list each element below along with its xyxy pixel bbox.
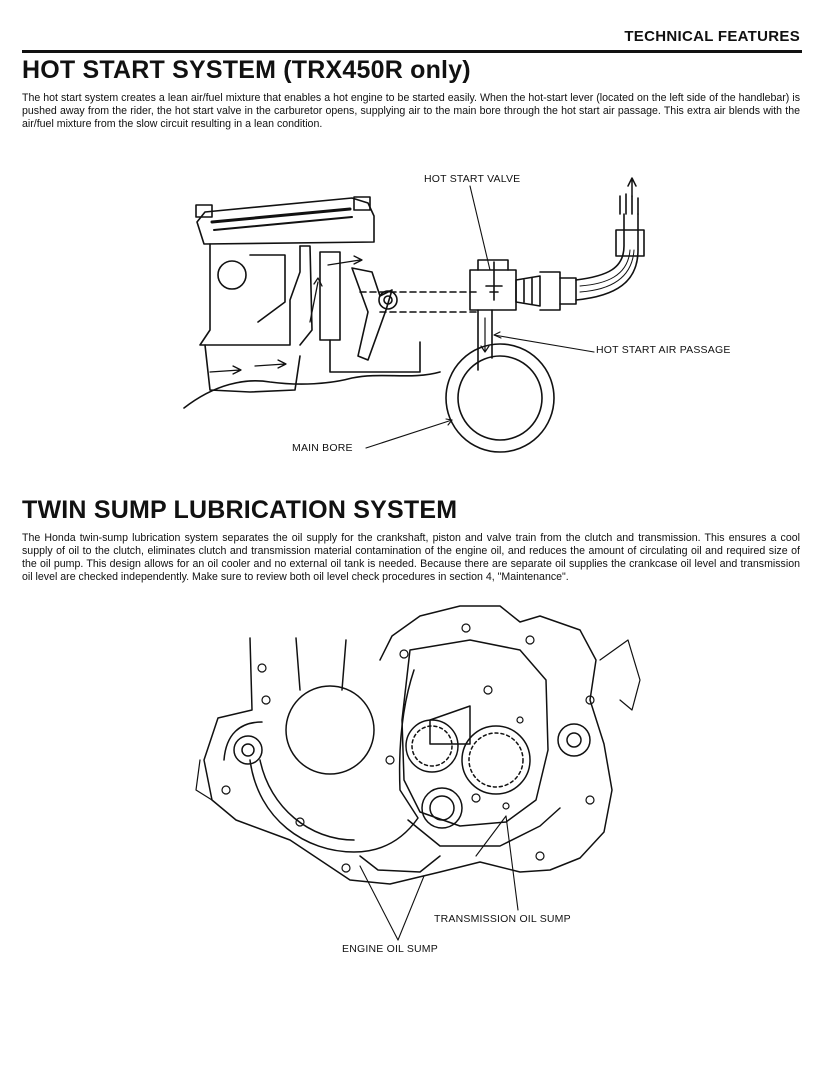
leader-air-passage [493,334,595,353]
carb-body [199,243,301,346]
venturi-lower [204,344,301,393]
twin-sump-paragraph: The Honda twin-sump lubrication system s… [22,532,800,583]
crankcase-outline [203,605,613,885]
label-hot-start-air-passage: HOT START AIR PASSAGE [596,344,731,356]
gear-right [461,725,531,795]
carb-screw-right [353,196,371,211]
header-rule [22,50,802,53]
twin-sump-title: TWIN SUMP LUBRICATION SYSTEM [22,496,458,524]
carb-top-cap [196,197,375,245]
flow-arrow-right-1 [327,255,363,266]
flow-arrow-up-1 [309,277,323,323]
flow-arrow-right-2 [209,365,242,375]
label-transmission-oil-sump: TRANSMISSION OIL SUMP [434,913,571,925]
leader-engine-sump-a [359,865,399,941]
cable-sheath [575,213,639,301]
label-main-bore: MAIN BORE [292,442,353,454]
leader-valve [469,185,491,271]
main-bore-inner [457,355,543,441]
transmission-sump-floor [407,807,561,847]
connecting-rod [295,637,347,691]
leader-main-bore [365,419,453,449]
mount-boss-left [233,735,263,765]
crank-web [285,685,375,775]
carb-screw-left [195,204,213,218]
jet-fitting [378,290,398,310]
slide-passage [319,251,341,341]
leader-engine-sump-b [397,875,425,941]
hot-start-valve-body [469,269,517,311]
main-bore-outer [445,343,555,453]
hot-start-title: HOT START SYSTEM (TRX450R only) [22,56,471,84]
hot-start-paragraph: The hot start system creates a lean air/… [22,92,800,130]
flywheel-arc [249,669,419,853]
needle-jet [351,267,393,361]
label-hot-start-valve: HOT START VALVE [424,173,521,185]
flow-arrow-right-3 [254,359,287,369]
air-passage-channel [477,309,493,371]
valve-nut [515,275,541,307]
section-header-label: TECHNICAL FEATURES [624,28,800,45]
leader-transmission-sump [475,815,519,911]
label-engine-oil-sump: ENGINE OIL SUMP [342,943,438,955]
mount-boss-right [557,723,591,757]
manifold-wave [183,371,441,409]
gear-left [405,719,459,773]
carb-round-port [217,260,247,290]
cable-pull-arrow [627,177,637,197]
cable-boot [615,229,645,257]
oil-pump-bore [421,787,463,829]
engine-sump-floor [359,855,441,873]
transmission-chamber [401,639,549,827]
